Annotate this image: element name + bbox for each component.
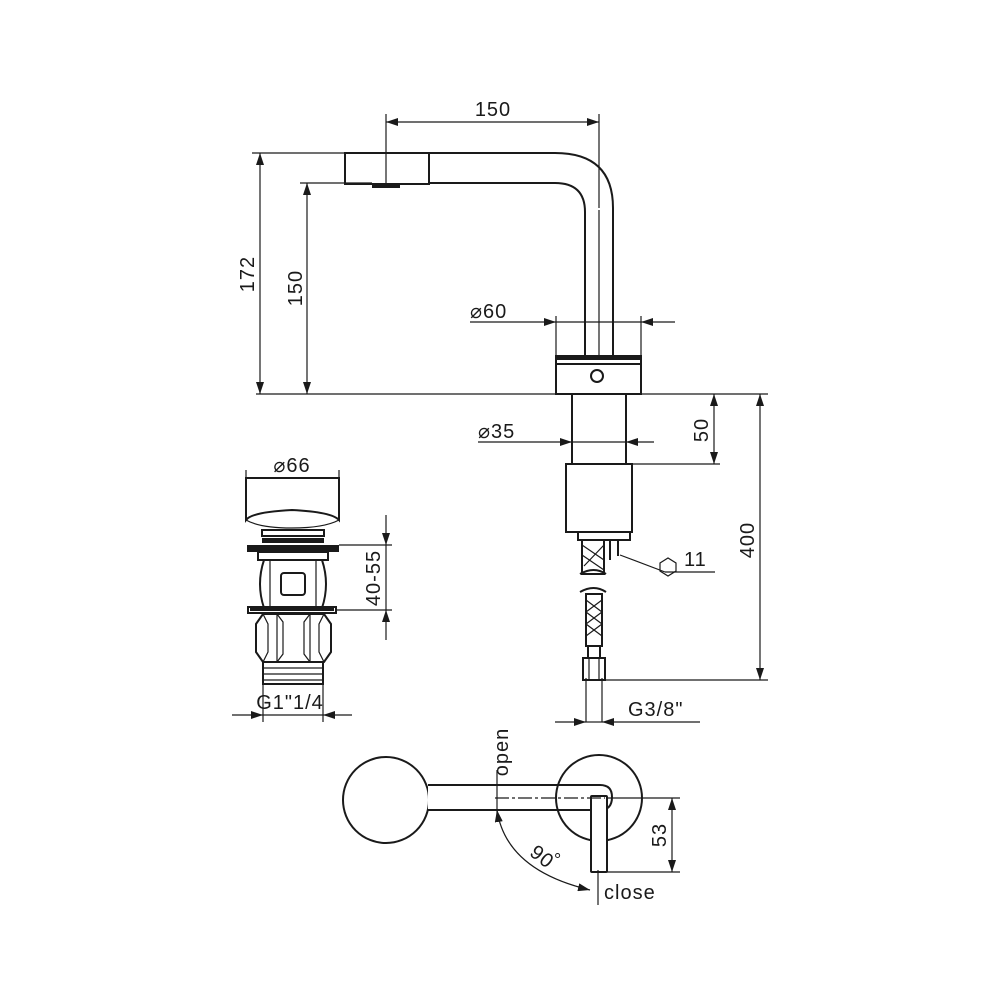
dim-shank-diameter: ⌀35: [478, 421, 515, 443]
waste-overflow-slot: [280, 572, 306, 596]
faucet-side-view: [256, 152, 768, 722]
label-close: close: [604, 882, 656, 904]
set-screw-icon: [590, 369, 604, 383]
waste-view: [245, 477, 340, 722]
waste-cap: [245, 477, 340, 523]
dim-waste-range: 40-55: [363, 550, 385, 606]
lever-handle[interactable]: [590, 795, 608, 873]
shank: [571, 393, 627, 465]
spout-tube: [428, 152, 614, 356]
dim-hose-thread: G3/8": [628, 699, 683, 721]
dim-lever-offset: 53: [649, 823, 671, 847]
waste-flange: [247, 545, 339, 552]
dim-total-height: 172: [237, 256, 259, 292]
degree-symbol: °: [554, 850, 562, 870]
dim-waste-diameter: ⌀66: [273, 455, 310, 477]
waste-dimensions: ⌀66 40-55 G1"1/4: [232, 455, 392, 719]
spout-plate: [342, 756, 430, 844]
faucet-dimensions: 150 172 150 ⌀60 ⌀35 50 400 11: [237, 99, 768, 726]
label-open: open: [491, 728, 513, 777]
aerator-outlet: [372, 183, 400, 188]
hexagon-icon: [659, 557, 677, 577]
dim-hex-nut: 11: [684, 549, 707, 571]
body-handle-ring: [555, 363, 642, 395]
waste-thread: [262, 661, 324, 685]
dim-spout-reach: 150: [475, 99, 511, 121]
aerator-head: [344, 152, 430, 185]
hose-ferrule: [587, 645, 601, 659]
top-view-labels: open close 90 ° 53: [491, 728, 671, 904]
dim-hose-length: 400: [737, 522, 759, 558]
fixing-nut: [565, 463, 633, 533]
fixing-plate: [577, 531, 631, 541]
dim-spout-height: 150: [285, 270, 307, 306]
dim-shank-length: 50: [691, 418, 713, 442]
waste-stem-top: [261, 529, 325, 537]
dim-body-diameter: ⌀60: [470, 301, 507, 323]
dim-waste-thread: G1"1/4: [256, 692, 324, 714]
top-view: [342, 754, 680, 905]
hose-nut: [582, 657, 606, 681]
